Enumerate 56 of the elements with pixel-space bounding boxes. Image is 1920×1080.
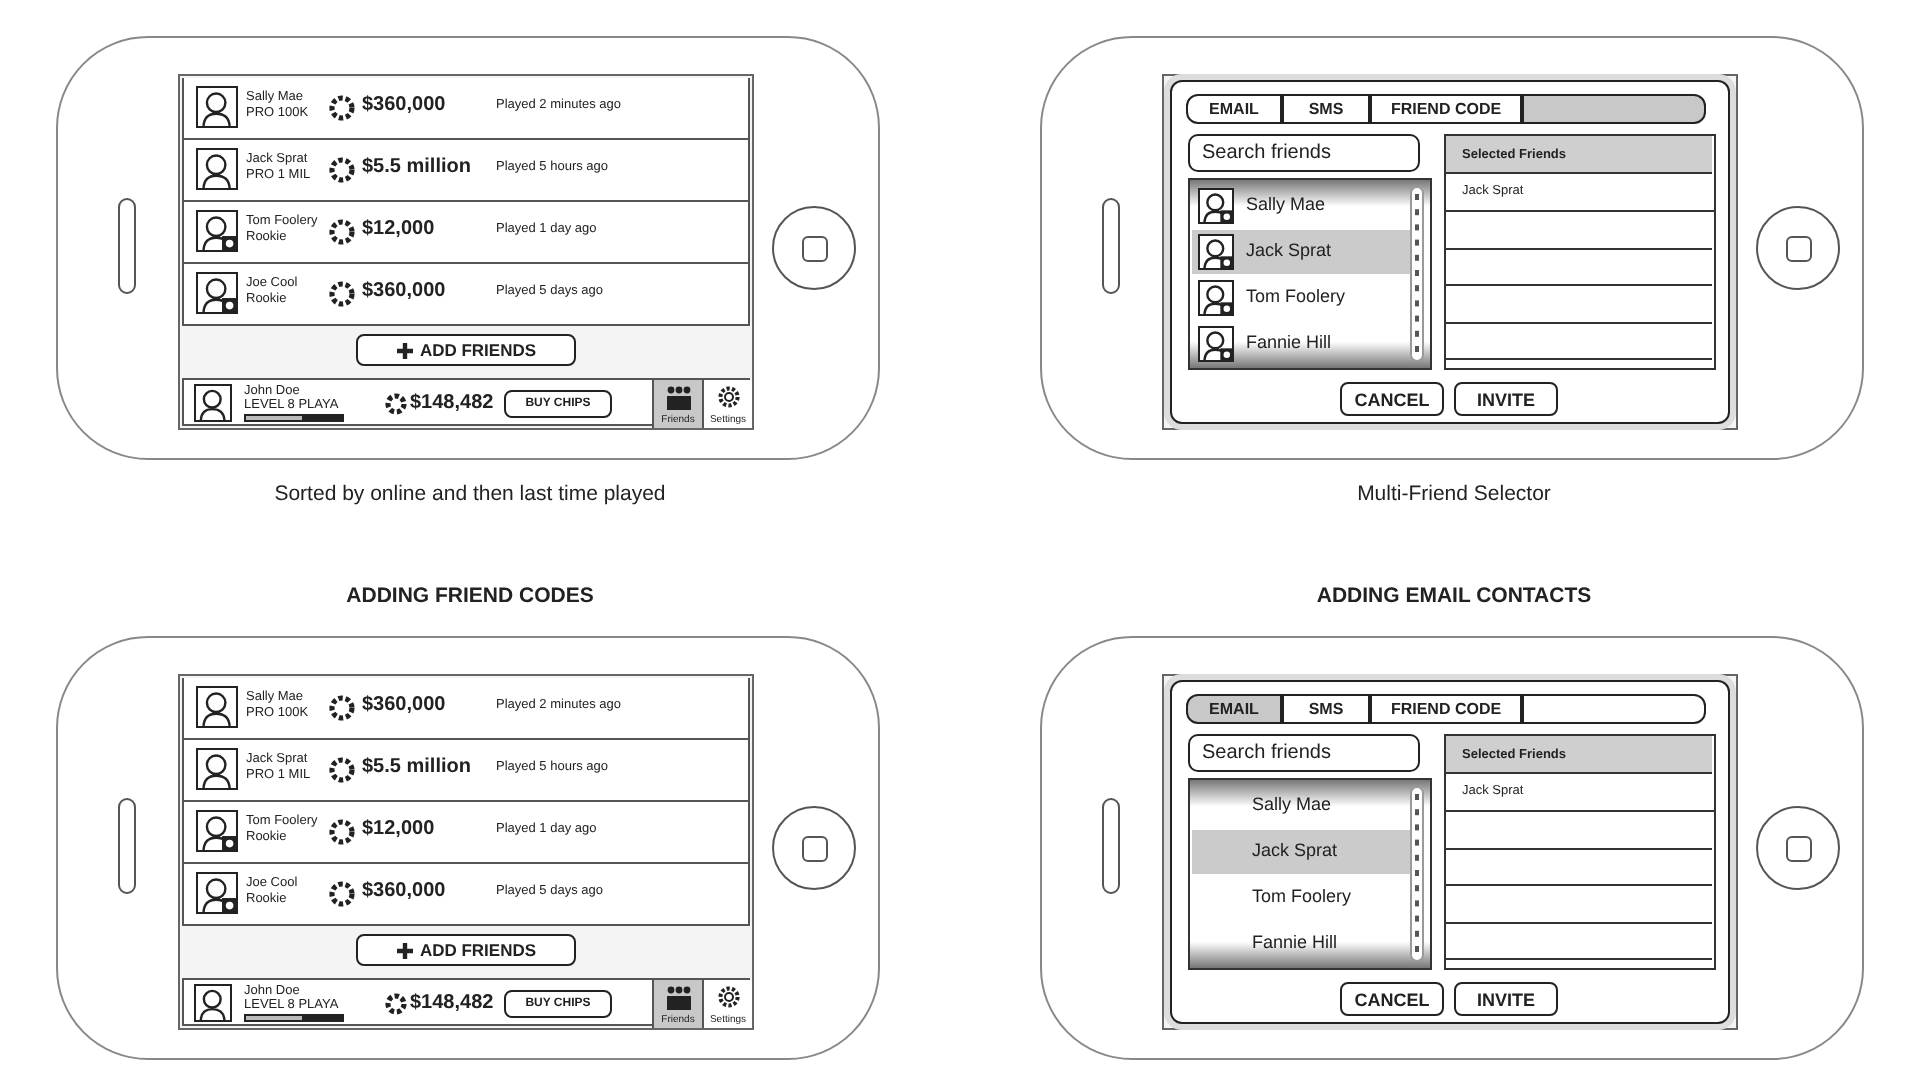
tab: [1522, 694, 1706, 724]
friend-name: Fannie Hill: [1246, 332, 1332, 352]
chip-amount: $5.5 million: [362, 756, 471, 778]
chip-amount: $360,000: [362, 280, 446, 302]
screen-description: Sorted by online and then last time played: [272, 482, 668, 506]
friend-name: Sally Mae: [1246, 194, 1326, 214]
chip-balance: $148,482: [410, 992, 494, 1014]
friend-row: [182, 740, 750, 802]
search-field: Search friends: [1188, 734, 1420, 772]
friend-row: [182, 78, 750, 140]
dialog-panel: [1170, 680, 1730, 1024]
friend-name: Jack Sprat: [1246, 240, 1332, 260]
screen-title: ADDING EMAIL CONTACTS: [1314, 584, 1594, 608]
friend-row: [182, 140, 750, 202]
list-item: [1192, 230, 1412, 274]
friend-name: Sally Mae: [1252, 794, 1332, 814]
search-field: Search friends: [1188, 134, 1420, 172]
friend-row: [182, 264, 750, 326]
button: INVITE: [1454, 382, 1558, 416]
friend-list: [1188, 178, 1432, 370]
friend-name: Jack Sprat: [1252, 840, 1338, 860]
button: CANCEL: [1340, 382, 1444, 416]
screen-description: Multi-Friend Selector: [1355, 482, 1553, 506]
chip-amount: $360,000: [362, 880, 446, 902]
tab: FRIEND CODE: [1370, 94, 1522, 124]
selected-friends-panel: [1444, 134, 1716, 370]
chip-amount: $5.5 million: [362, 156, 471, 178]
tab: FRIEND CODE: [1370, 694, 1522, 724]
chip-amount: $360,000: [362, 694, 446, 716]
dialog-panel: [1170, 80, 1730, 424]
friend-name: Tom Foolery: [1252, 886, 1352, 906]
friend-row: [182, 802, 750, 864]
tab: SMS: [1282, 694, 1370, 724]
add-friends-button: ADD FRIENDS: [356, 334, 576, 366]
friend-row: [182, 202, 750, 264]
list-item: [1192, 830, 1412, 874]
friend-name: Tom Foolery: [1246, 286, 1346, 306]
button: CANCEL: [1340, 982, 1444, 1016]
selected-friends-panel: [1444, 734, 1716, 970]
player-bar: [182, 978, 750, 1026]
chip-amount: $360,000: [362, 94, 446, 116]
add-friends-button: ADD FRIENDS: [356, 934, 576, 966]
tab: SMS: [1282, 94, 1370, 124]
friend-list: [1188, 778, 1432, 970]
tab: EMAIL: [1186, 694, 1282, 724]
friend-name: Fannie Hill: [1252, 932, 1338, 952]
chip-balance: $148,482: [410, 392, 494, 414]
player-bar: [182, 378, 750, 426]
tab: EMAIL: [1186, 94, 1282, 124]
button: INVITE: [1454, 982, 1558, 1016]
tab: [1522, 94, 1706, 124]
screen-title: ADDING FRIEND CODES: [344, 584, 596, 608]
friend-row: [182, 678, 750, 740]
chip-amount: $12,000: [362, 818, 435, 840]
friend-row: [182, 864, 750, 926]
chip-amount: $12,000: [362, 218, 435, 240]
